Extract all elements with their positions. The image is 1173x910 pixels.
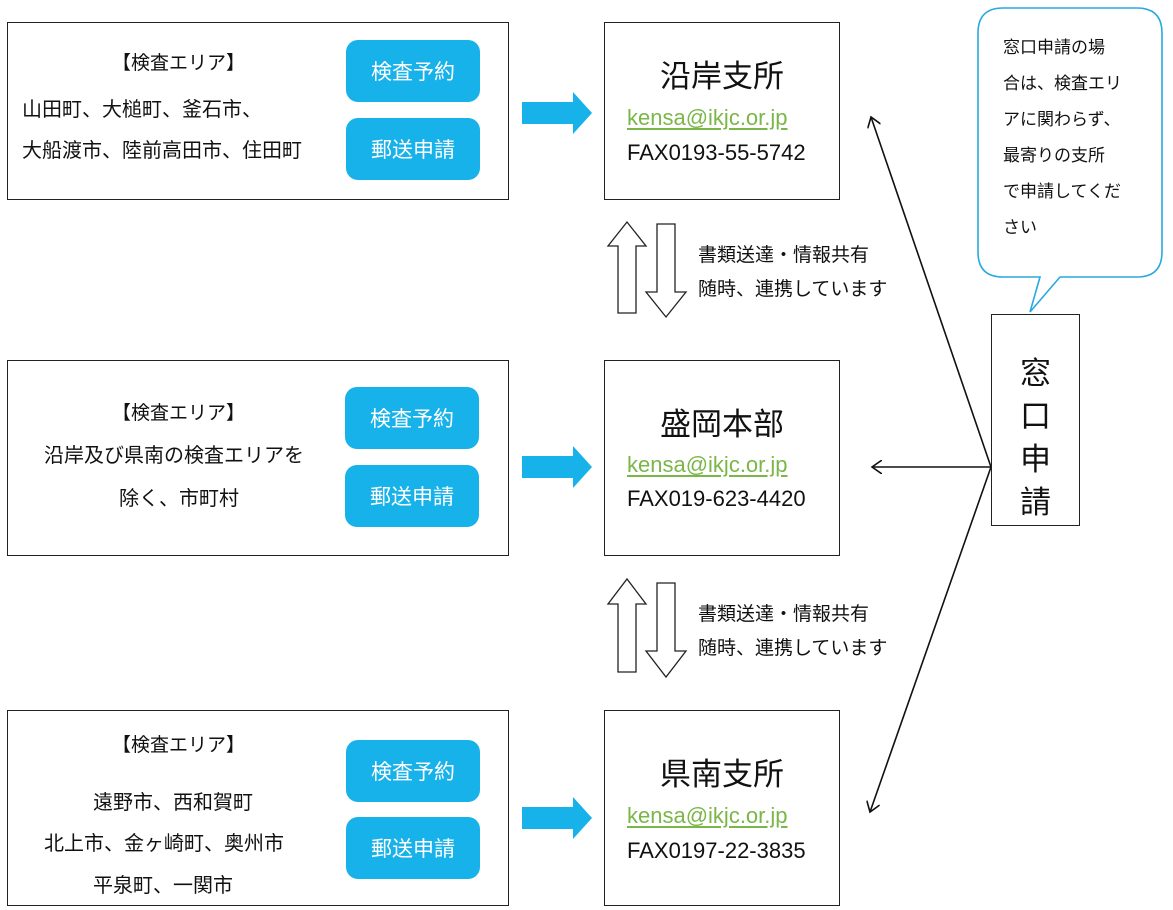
line-arrow-icon xyxy=(870,466,992,812)
label-char: 口 xyxy=(1020,399,1051,435)
counter-application-label: 窓 口 申 請 xyxy=(992,353,1079,525)
inspection-reservation-button[interactable]: 検査予約 xyxy=(345,387,479,449)
area-municipalities-line: 山田町、大槌町、釜石市、 xyxy=(22,97,262,121)
area-box-central: 【検査エリア】 沿岸及び県南の検査エリアを 除く、市町村 検査予約 郵送申請 xyxy=(7,360,509,556)
label-char: 申 xyxy=(1020,442,1051,478)
office-email-link[interactable]: kensa@ikjc.or.jp xyxy=(627,105,788,130)
office-fax: FAX0193-55-5742 xyxy=(627,140,806,165)
inspection-reservation-button[interactable]: 検査予約 xyxy=(346,40,480,102)
area-title: 【検査エリア】 xyxy=(112,402,246,424)
area-municipalities-line: 大船渡市、陸前高田市、住田町 xyxy=(22,138,302,162)
office-email-link[interactable]: kensa@ikjc.or.jp xyxy=(627,452,788,477)
up-arrow-outline-icon xyxy=(606,220,648,314)
area-municipalities-line: 北上市、金ヶ崎町、奥州市 xyxy=(44,831,284,855)
callout-line: アに関わらず、 xyxy=(1003,110,1121,130)
mail-application-button[interactable]: 郵送申請 xyxy=(346,817,480,879)
callout-line: 合は、検査エリ xyxy=(1003,74,1122,94)
office-fax: FAX019-623-4420 xyxy=(627,486,806,511)
area-municipalities-line: 遠野市、西和賀町 xyxy=(93,790,253,814)
counter-application-box: 窓 口 申 請 xyxy=(991,314,1080,526)
label-char: 窓 xyxy=(1020,356,1051,392)
mail-application-button[interactable]: 郵送申請 xyxy=(345,465,479,527)
area-box-coastal: 【検査エリア】 山田町、大槌町、釜石市、 大船渡市、陸前高田市、住田町 検査予約… xyxy=(7,22,509,200)
label-char: 請 xyxy=(1020,485,1051,521)
office-name: 盛岡本部 xyxy=(660,407,784,443)
callout-text: 窓口申請の場 合は、検査エリ アに関わらず、 最寄りの支所 で申請してくだ さい xyxy=(1003,30,1122,246)
liaison-note-line: 書類送達・情報共有 xyxy=(698,603,870,625)
inspection-reservation-button[interactable]: 検査予約 xyxy=(346,740,480,802)
area-municipalities-line: 沿岸及び県南の検査エリアを xyxy=(44,443,304,467)
line-arrow-icon xyxy=(871,117,992,468)
area-municipalities-line: 除く、市町村 xyxy=(119,486,239,510)
area-box-southern: 【検査エリア】 遠野市、西和賀町 北上市、金ヶ崎町、奥州市 平泉町、一関市 検査… xyxy=(7,710,509,906)
office-box-coastal: 沿岸支所 kensa@ikjc.or.jp FAX0193-55-5742 xyxy=(604,22,840,200)
office-box-headquarters: 盛岡本部 kensa@ikjc.or.jp FAX019-623-4420 xyxy=(604,360,840,556)
down-arrow-outline-icon xyxy=(644,582,688,679)
liaison-note-line: 随時、連携しています xyxy=(698,637,888,659)
callout-bubble xyxy=(977,7,1163,313)
office-fax: FAX0197-22-3835 xyxy=(627,838,806,863)
liaison-note: 書類送達・情報共有 随時、連携しています xyxy=(698,597,887,665)
area-title: 【検査エリア】 xyxy=(112,734,246,756)
up-arrow-outline-icon xyxy=(606,577,648,673)
liaison-note-line: 書類送達・情報共有 xyxy=(698,244,870,266)
office-name: 県南支所 xyxy=(660,757,784,793)
right-arrow-icon xyxy=(522,92,592,134)
right-arrow-icon xyxy=(522,797,592,839)
liaison-note: 書類送達・情報共有 随時、連携しています xyxy=(698,238,887,306)
callout-line: さい xyxy=(1003,218,1037,238)
callout-line: 窓口申請の場 xyxy=(1003,38,1105,58)
office-email-link[interactable]: kensa@ikjc.or.jp xyxy=(627,803,788,828)
area-title: 【検査エリア】 xyxy=(112,52,246,74)
office-box-southern: 県南支所 kensa@ikjc.or.jp FAX0197-22-3835 xyxy=(604,710,840,906)
callout-line: で申請してくだ xyxy=(1003,182,1121,202)
office-name: 沿岸支所 xyxy=(660,59,784,95)
right-arrow-icon xyxy=(522,446,592,488)
area-municipalities-line: 平泉町、一関市 xyxy=(93,873,233,897)
down-arrow-outline-icon xyxy=(644,223,688,319)
liaison-note-line: 随時、連携しています xyxy=(698,278,888,300)
callout-line: 最寄りの支所 xyxy=(1003,146,1105,166)
mail-application-button[interactable]: 郵送申請 xyxy=(346,118,480,180)
